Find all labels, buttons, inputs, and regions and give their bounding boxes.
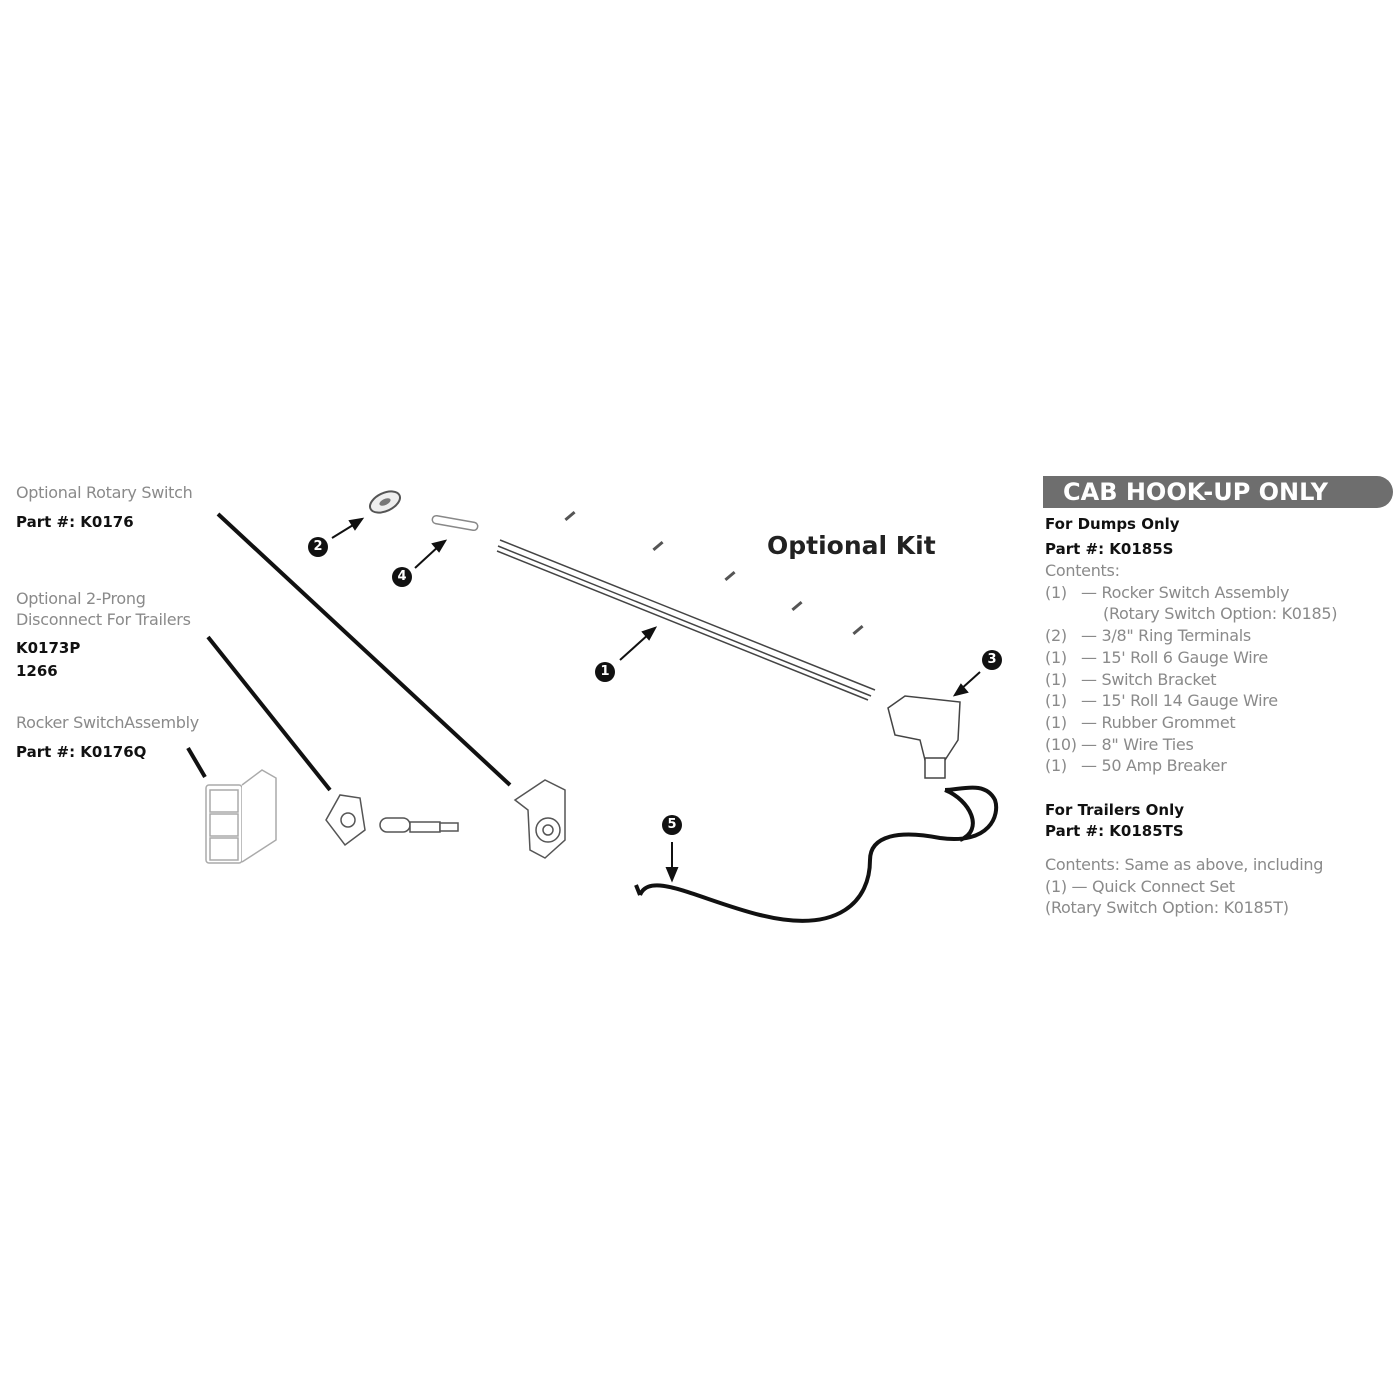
item-text: (Rotary Switch Option: K0185) — [1103, 604, 1338, 623]
list-item: (Rotary Switch Option: K0185) — [1045, 604, 1338, 623]
item-text: — Rubber Grommet — [1081, 713, 1236, 732]
rocker-leader-line — [186, 746, 207, 779]
heavy-gauge-wire-part — [634, 785, 999, 923]
prong-part-number-1: K0173P — [16, 639, 81, 657]
list-item: (2) — 3/8" Ring Terminals — [1045, 626, 1251, 645]
trailers-contents-line2: (1) — Quick Connect Set — [1045, 877, 1235, 896]
rotary-switch-title: Optional Rotary Switch — [16, 483, 193, 502]
list-item: (1) — Rocker Switch Assembly — [1045, 583, 1289, 602]
item-text: — 3/8" Ring Terminals — [1081, 626, 1251, 645]
dumps-heading: For Dumps Only — [1045, 515, 1180, 533]
list-item: (1) — Switch Bracket — [1045, 670, 1217, 689]
prong-leader-line — [206, 635, 332, 792]
item-qty: (1) — [1045, 713, 1067, 732]
prong-part-number-2: 1266 — [16, 662, 58, 680]
callout-4: 4 — [392, 567, 412, 587]
cab-hookup-banner: CAB HOOK-UP ONLY — [1043, 476, 1393, 508]
dumps-part-number: Part #: K0185S — [1045, 540, 1174, 558]
item-text: — Rocker Switch Assembly — [1081, 583, 1290, 602]
item-text: — 15' Roll 6 Gauge Wire — [1081, 648, 1268, 667]
item-qty: (1) — [1045, 756, 1067, 775]
rotary-switch-part — [513, 779, 566, 859]
switch-bracket-part — [887, 695, 961, 779]
item-text: — Switch Bracket — [1081, 670, 1217, 689]
callout-1: 1 — [595, 662, 615, 682]
list-item: (1) — 15' Roll 14 Gauge Wire — [1045, 691, 1278, 710]
item-qty: (2) — [1045, 626, 1067, 645]
trailers-heading: For Trailers Only — [1045, 801, 1185, 819]
item-qty: (1) — [1045, 648, 1067, 667]
rocker-switch-title: Rocker SwitchAssembly — [16, 713, 199, 732]
wire-bundle-part — [496, 539, 876, 701]
contents-label: Contents: — [1045, 561, 1120, 580]
callout-arrows — [331, 517, 981, 883]
item-text: — 8" Wire Ties — [1081, 735, 1194, 754]
ring-terminals — [564, 510, 864, 636]
list-item: (1) — 15' Roll 6 Gauge Wire — [1045, 648, 1268, 667]
item-qty: (1) — [1045, 691, 1067, 710]
callout-2: 2 — [308, 537, 328, 557]
wire-tie-part — [431, 514, 479, 532]
optional-kit-label: Optional Kit — [767, 531, 936, 560]
callout-5: 5 — [662, 815, 682, 835]
list-item: (10)— 8" Wire Ties — [1045, 735, 1194, 754]
rocker-switch-part — [205, 769, 277, 864]
rubber-grommet-part — [369, 490, 401, 514]
list-item: (1) — Rubber Grommet — [1045, 713, 1236, 732]
item-text: — 15' Roll 14 Gauge Wire — [1081, 691, 1278, 710]
rocker-switch-part-number: Part #: K0176Q — [16, 743, 147, 761]
item-qty: (1) — [1045, 670, 1067, 689]
prong-title-line1: Optional 2-Prong — [16, 589, 146, 608]
rotary-leader-line — [216, 512, 512, 787]
rotary-switch-part-number: Part #: K0176 — [16, 513, 134, 531]
item-qty: (10) — [1045, 735, 1077, 754]
trailers-contents-line1: Contents: Same as above, including — [1045, 855, 1324, 874]
trailers-contents-line3: (Rotary Switch Option: K0185T) — [1045, 898, 1289, 917]
callout-3: 3 — [982, 650, 1002, 670]
trailers-part-number: Part #: K0185TS — [1045, 822, 1184, 840]
item-text: — 50 Amp Breaker — [1081, 756, 1227, 775]
two-prong-disconnect-part — [325, 794, 459, 847]
list-item: (1) — 50 Amp Breaker — [1045, 756, 1227, 775]
prong-title-line2: Disconnect For Trailers — [16, 610, 191, 629]
item-qty: (1) — [1045, 583, 1067, 602]
